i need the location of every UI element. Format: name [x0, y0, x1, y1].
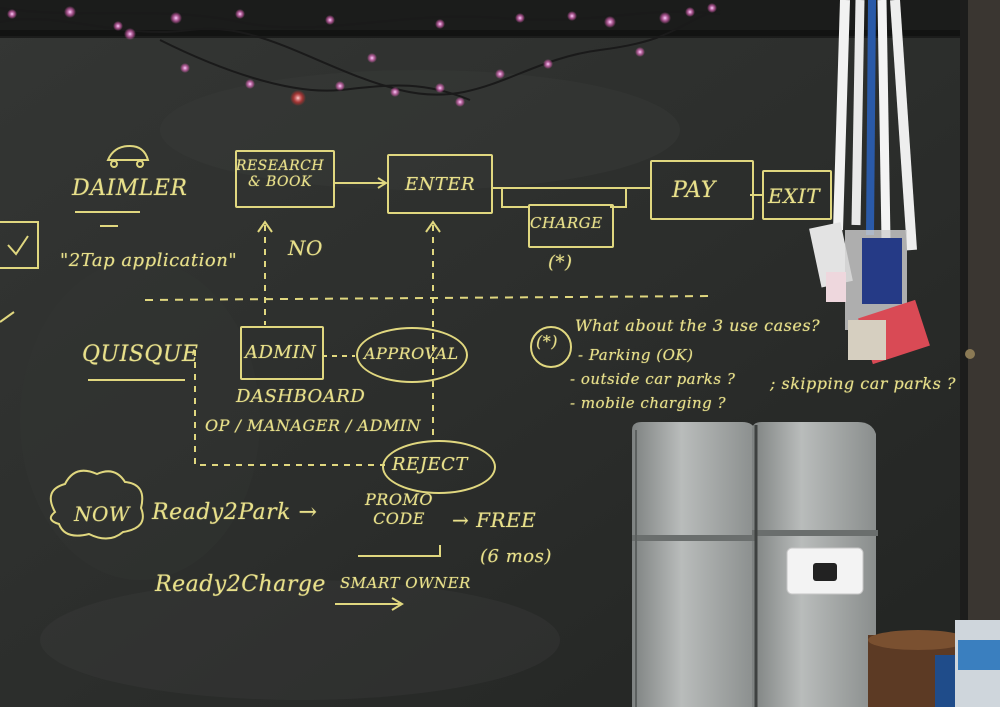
- reject-oval: [382, 440, 496, 494]
- no-label: NO: [288, 236, 323, 260]
- pay-box: [650, 160, 754, 220]
- chalk-diagram-lines: [0, 144, 762, 611]
- lanyards: [809, 0, 930, 365]
- daimler-label: DAIMLER: [72, 176, 188, 201]
- ready2park-label: Ready2Park →: [152, 500, 318, 525]
- charge-label: CHARGE: [530, 214, 603, 232]
- approval-oval: [356, 327, 468, 383]
- charge-marker: (*): [548, 252, 573, 273]
- case-outside-label: - outside car parks ?: [570, 370, 736, 388]
- smart-owner-label: SMART OWNER: [340, 574, 471, 592]
- case-marker-oval: [530, 326, 572, 368]
- now-label: NOW: [74, 502, 130, 526]
- enter-box: [387, 154, 493, 214]
- quiosque-label: QUISQUE: [82, 342, 199, 367]
- promo-code-label: PROMO CODE: [365, 490, 433, 528]
- six-mos-label: (6 mos): [480, 546, 552, 567]
- charge-box: [528, 204, 614, 248]
- skipping-label: ; skipping car parks ?: [770, 374, 956, 393]
- approval-label: APPROVAL: [364, 344, 459, 363]
- case-parking-label: - Parking (OK): [578, 346, 694, 364]
- enter-label: ENTER: [405, 174, 476, 195]
- free-label: → FREE: [452, 508, 537, 532]
- what-about-label: What about the 3 use cases?: [575, 316, 821, 335]
- admin-box: [240, 326, 324, 380]
- op-manager-admin-label: OP / MANAGER / ADMIN: [205, 416, 422, 435]
- two-tap-label: "2Tap application": [60, 250, 238, 271]
- string-lights: [7, 3, 717, 107]
- case-marker: (*): [536, 332, 558, 351]
- metal-bins: [632, 422, 878, 707]
- reject-label: REJECT: [392, 454, 468, 475]
- pay-label: PAY: [672, 178, 716, 203]
- admin-label: ADMIN: [245, 342, 317, 363]
- ready2charge-label: Ready2Charge: [155, 572, 326, 597]
- case-mobile-label: - mobile charging ?: [570, 394, 727, 412]
- dashboard-label: DASHBOARD: [236, 386, 366, 407]
- research-book-label: RESEARCH & BOOK: [235, 158, 325, 190]
- research-book-box: [235, 150, 335, 208]
- exit-label: EXIT: [768, 184, 821, 208]
- exit-box: [762, 170, 832, 220]
